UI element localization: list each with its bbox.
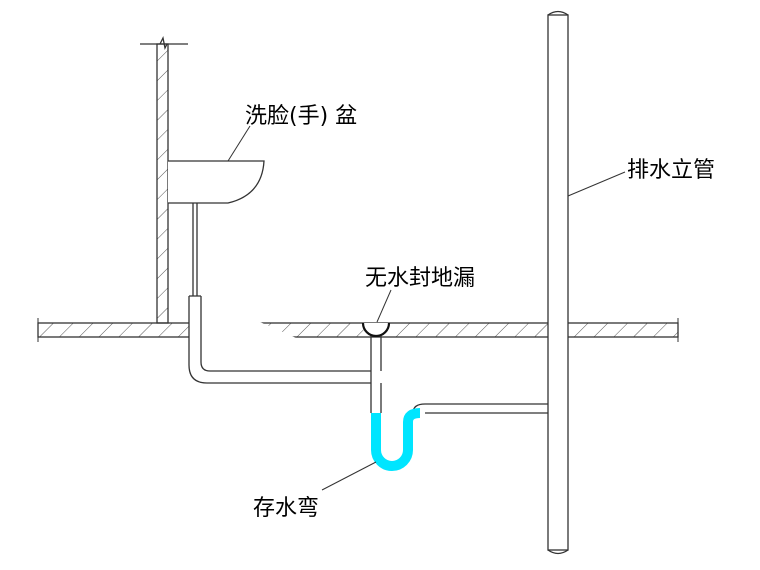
basin <box>168 160 265 204</box>
basin-leader <box>227 125 251 162</box>
trap-label: 存水弯 <box>253 496 320 521</box>
trap-water-seal <box>371 408 421 471</box>
riser-label: 排水立管 <box>627 158 716 183</box>
floor-drain <box>361 322 391 338</box>
branch-pipe <box>412 403 548 414</box>
wall-break-line <box>140 36 188 50</box>
basin-drain-pipe <box>188 203 371 384</box>
floor-drain-leader <box>376 289 392 323</box>
basin-label: 洗脸(手) 盆 <box>245 104 358 129</box>
wall <box>156 43 169 324</box>
trap-leader <box>321 461 377 491</box>
floor-drain-label: 无水封地漏 <box>365 266 476 291</box>
floor-drain-pipe <box>370 336 382 413</box>
riser-leader <box>567 171 626 197</box>
drain-riser <box>547 14 569 551</box>
floor-slab <box>37 322 679 338</box>
